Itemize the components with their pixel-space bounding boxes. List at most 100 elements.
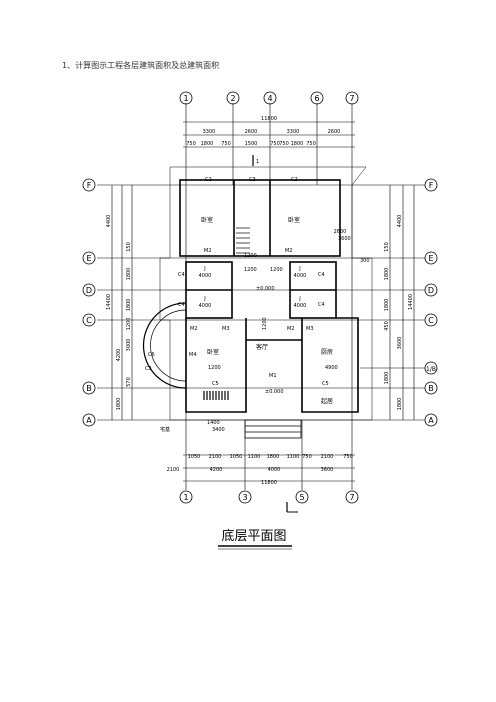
- right-dim-2-1: 150: [384, 242, 390, 252]
- window-label-7: C4: [318, 302, 325, 308]
- room-j-size-2: 4000: [199, 303, 212, 309]
- axis-right-1: F: [429, 181, 434, 190]
- door-label-1: M2: [204, 248, 212, 254]
- left-dim-1-3: 4200: [116, 349, 122, 362]
- top-dim-1-3: 3300: [287, 129, 300, 135]
- left-dim-1-1: 4400: [106, 215, 112, 228]
- room-label-5: 客厅: [256, 343, 268, 351]
- door-label-2: M2: [285, 248, 293, 254]
- top-total-dim: 11800: [261, 116, 277, 122]
- room-j-3: J: [298, 266, 300, 272]
- bottom-dim-1-6: 1100: [287, 454, 300, 460]
- axis-right-4: C: [428, 316, 434, 325]
- bottom-dim-1-2: 2100: [209, 454, 222, 460]
- stair-dim-1: 1200: [244, 267, 257, 273]
- room-label-4: 厨房: [321, 348, 333, 356]
- bottom-dim-1-1: 1050: [188, 454, 201, 460]
- level-mark-1: ±0.000: [256, 286, 275, 292]
- window-label-4: C4: [178, 272, 185, 278]
- left-dim-1-4: 1800: [116, 398, 122, 411]
- bottom-dim-2-3: 4000: [268, 467, 281, 473]
- left-dim-2-4: 1200: [126, 318, 132, 331]
- bottom-dim-1-8: 2100: [321, 454, 334, 460]
- top-dim-1-2: 2600: [245, 129, 258, 135]
- section-mark: 1: [256, 159, 259, 165]
- right-dim-1-3: 3600: [397, 337, 403, 350]
- misc-label-5: 4900: [325, 365, 338, 371]
- bottom-dim-1-7: 750: [302, 454, 312, 460]
- misc-label-8: 300: [360, 258, 370, 264]
- porch-label: 宅基: [160, 426, 170, 433]
- top-dim-1-4: 2600: [328, 129, 341, 135]
- top-dim-2-8: 750: [306, 141, 316, 147]
- axis-right-2: E: [428, 254, 433, 263]
- stair-dim-2: 1200: [270, 267, 283, 273]
- right-dim-1-1: 4400: [397, 215, 403, 228]
- axis-left-1: F: [87, 181, 92, 190]
- room-j-4: J: [298, 296, 300, 302]
- left-dim-2-1: 150: [126, 242, 132, 252]
- door-label-7: M4: [189, 352, 197, 358]
- window-label-1: C2: [205, 177, 212, 183]
- room-label-3: 卧室: [207, 348, 219, 356]
- axis-left-2: E: [86, 254, 91, 263]
- axis-left-5: B: [86, 384, 92, 393]
- door-label-3: M2: [190, 326, 198, 332]
- axis-left-3: D: [86, 286, 92, 295]
- window-label-10: C6: [148, 352, 155, 358]
- top-dim-2-7: 1800: [291, 141, 304, 147]
- axis-top-3: 4: [267, 94, 272, 103]
- right-dim-1-4: 1800: [397, 398, 403, 411]
- left-dim-2-3: 1800: [126, 299, 132, 312]
- bottom-dim-2-1: 2100: [167, 467, 180, 473]
- door-label-6: M3: [306, 326, 314, 332]
- level-mark-2: ±0.000: [265, 389, 284, 395]
- plan-title: 底层平面图: [221, 528, 286, 544]
- right-dim-1-2: 14400: [408, 294, 414, 310]
- room-label-1: 卧室: [201, 216, 213, 224]
- axis-bottom-3: 5: [299, 493, 304, 502]
- bottom-dim-2-2: 4200: [210, 467, 223, 473]
- right-dim-2-5: 1800: [384, 372, 390, 385]
- left-dim-1-2: 14400: [106, 294, 112, 310]
- axis-bottom-2: 3: [242, 493, 247, 502]
- axis-left-6: A: [86, 416, 92, 425]
- misc-label-4: 1200: [208, 365, 221, 371]
- axis-bottom-1: 1: [183, 493, 188, 502]
- axis-top-5: 7: [349, 94, 354, 103]
- bottom-dim-2-4: 3600: [321, 467, 334, 473]
- window-label-9: C5: [322, 381, 329, 387]
- misc-label-2: 1200: [244, 253, 257, 259]
- room-label-6: 起居: [321, 397, 333, 405]
- top-dim-2-4: 1500: [245, 141, 258, 147]
- misc-label-7: 3400: [212, 427, 225, 433]
- room-j-size-4: 4000: [294, 303, 307, 309]
- axis-right-3: D: [428, 286, 434, 295]
- room-j-size-3: 4000: [294, 273, 307, 279]
- top-dim-2-1: 750: [186, 141, 196, 147]
- room-j-2: J: [203, 296, 205, 302]
- top-dim-2-5: 750: [270, 141, 280, 147]
- top-dim-2-6: 750: [279, 141, 289, 147]
- room-j-1: J: [203, 266, 205, 272]
- axis-right-5: 1/B: [426, 366, 436, 373]
- room-j-size-1: 4000: [199, 273, 212, 279]
- room-label-2: 卧室: [288, 216, 300, 224]
- right-dim-2-2: 1800: [384, 268, 390, 281]
- axis-top-1: 1: [183, 94, 188, 103]
- right-dim-2-4: 450: [384, 321, 390, 331]
- door-label-5: M3: [222, 326, 230, 332]
- left-dim-2-2: 1800: [126, 268, 132, 281]
- bottom-dim-1-9: 750: [343, 454, 353, 460]
- window-label-3: C2: [291, 177, 298, 183]
- axis-right-7: A: [428, 416, 434, 425]
- axis-left-4: C: [86, 316, 92, 325]
- door-label-8: M1: [269, 373, 277, 379]
- misc-label-1: 1400: [207, 420, 220, 426]
- window-label-6: C4: [318, 272, 325, 278]
- axis-bottom-4: 7: [349, 493, 354, 502]
- bottom-dim-1-4: 1100: [248, 454, 261, 460]
- window-label-5: C4: [178, 302, 185, 308]
- bottom-dim-1-3: 1050: [230, 454, 243, 460]
